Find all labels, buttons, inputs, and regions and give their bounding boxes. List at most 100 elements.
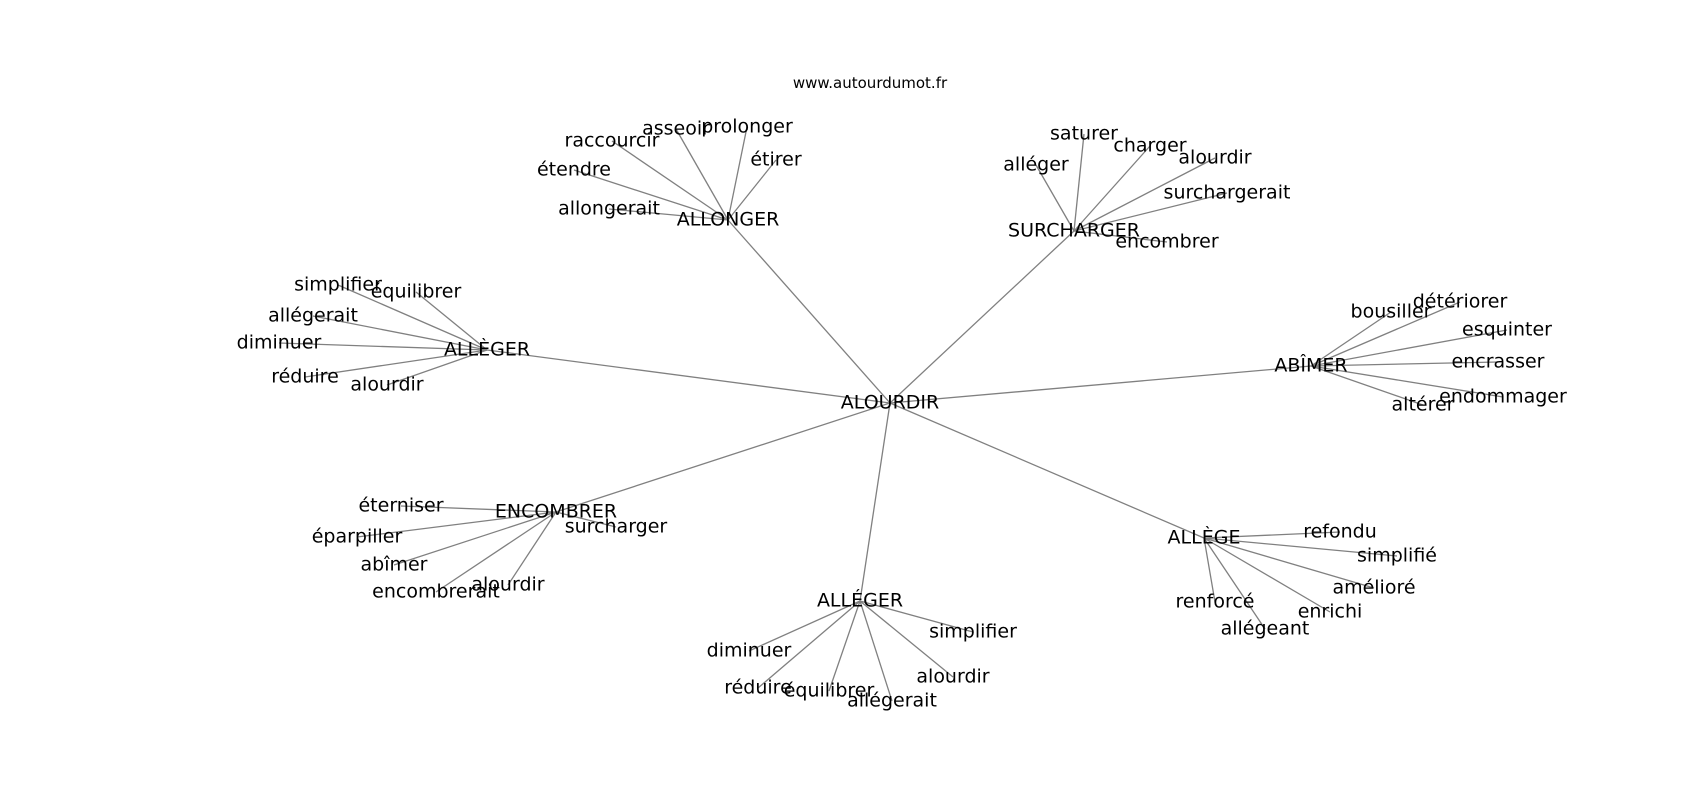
edge-cluster-6-1	[1203, 531, 1341, 539]
edge-center-1	[727, 219, 891, 404]
edge-cluster-1-2	[675, 128, 729, 221]
leaf-node[interactable]: bousiller	[1351, 301, 1432, 323]
leaf-node[interactable]: asseoir	[642, 118, 710, 140]
edge-cluster-2-6	[1073, 230, 1168, 243]
edge-cluster-2-4	[1073, 157, 1216, 232]
edge-center-6	[889, 402, 1205, 539]
edge-cluster-7-1	[859, 600, 974, 633]
leaf-node[interactable]: encrasser	[1452, 351, 1545, 373]
leaf-node[interactable]: diminuer	[707, 640, 792, 662]
edge-cluster-3-6	[386, 349, 488, 386]
leaf-node[interactable]: équilibrer	[371, 281, 462, 303]
leaf-node[interactable]: étirer	[750, 149, 802, 171]
edge-cluster-3-2	[415, 291, 488, 351]
edge-cluster-7-5	[828, 600, 861, 692]
edge-layer	[278, 126, 1508, 702]
leaf-node[interactable]: surchargerait	[1164, 182, 1291, 204]
leaf-node[interactable]: allégeant	[1221, 618, 1310, 640]
hub-node-3[interactable]: ALLÈGER	[444, 338, 530, 361]
leaf-node[interactable]: éparpiller	[312, 526, 403, 548]
edge-cluster-1-6	[608, 208, 729, 221]
leaf-node[interactable]: simplifier	[294, 274, 382, 296]
hub-node-7[interactable]: ALLÉGER	[817, 589, 903, 612]
edge-cluster-6-5	[1203, 537, 1331, 613]
leaf-node[interactable]: réduire	[724, 677, 792, 699]
edge-cluster-4-1	[1310, 301, 1461, 367]
leaf-node[interactable]: diminuer	[237, 332, 322, 354]
edge-cluster-5-4	[393, 511, 557, 566]
edge-cluster-2-3	[1035, 164, 1075, 232]
edge-cluster-5-5	[435, 511, 557, 593]
leaf-node[interactable]: détériorer	[1413, 291, 1508, 313]
edge-cluster-5-1	[400, 505, 557, 513]
leaf-node[interactable]: encombrer	[1115, 231, 1218, 253]
edge-cluster-7-6	[859, 600, 893, 702]
hub-node-1[interactable]: ALLONGER	[677, 209, 780, 231]
leaf-node[interactable]: prolonger	[701, 116, 793, 138]
leaf-node[interactable]: allongerait	[558, 198, 660, 220]
edge-cluster-7-4	[757, 600, 861, 689]
leaf-node[interactable]: simplifié	[1357, 545, 1437, 567]
edge-cluster-6-2	[1203, 537, 1398, 557]
leaf-node[interactable]: endommager	[1439, 386, 1567, 408]
leaf-node[interactable]: amélioré	[1332, 577, 1415, 599]
leaf-node[interactable]: abîmer	[361, 554, 428, 576]
edge-cluster-4-3	[1310, 329, 1508, 367]
leaf-node[interactable]: étendre	[537, 159, 611, 181]
hub-node-5[interactable]: ENCOMBRER	[495, 501, 617, 523]
edge-cluster-2-2	[1073, 145, 1151, 232]
leaf-node[interactable]: encombrerait	[372, 581, 500, 603]
leaf-node[interactable]: allégerait	[847, 690, 937, 712]
leaf-node[interactable]: réduire	[271, 366, 339, 388]
edge-cluster-4-2	[1310, 311, 1392, 367]
edge-center-3	[486, 349, 891, 404]
edge-center-7	[859, 402, 891, 602]
leaf-node[interactable]: altérer	[1392, 394, 1455, 416]
leaf-node[interactable]: refondu	[1303, 521, 1377, 543]
leaf-node[interactable]: esquinter	[1462, 319, 1552, 341]
leaf-node[interactable]: raccourcir	[565, 130, 660, 152]
edge-cluster-2-5	[1073, 192, 1228, 232]
edge-center-5	[555, 402, 891, 513]
hub-node-2[interactable]: SURCHARGER	[1008, 220, 1140, 242]
leaf-node[interactable]: saturer	[1050, 123, 1118, 145]
edge-cluster-7-2	[748, 600, 861, 652]
edge-cluster-1-1	[727, 126, 748, 221]
edge-cluster-6-3	[1203, 537, 1375, 589]
edge-cluster-3-3	[312, 315, 488, 351]
edge-cluster-5-6	[507, 511, 557, 586]
edge-cluster-7-3	[859, 600, 954, 678]
edge-center-4	[889, 365, 1312, 404]
edge-cluster-3-1	[337, 284, 488, 351]
label-layer: www.autourdumot.fr ALOURDIR ALLONGER prolo…	[237, 74, 1567, 712]
leaf-node[interactable]: alléger	[1003, 154, 1069, 176]
leaf-node[interactable]: renforcé	[1176, 591, 1255, 613]
leaf-node[interactable]: alourdir	[916, 666, 989, 688]
edge-cluster-5-2	[356, 511, 557, 538]
leaf-node[interactable]: éterniser	[358, 495, 443, 517]
leaf-node[interactable]: alourdir	[1178, 147, 1251, 169]
leaf-node[interactable]: alourdir	[471, 574, 544, 596]
hub-node-4[interactable]: ABÎMER	[1274, 354, 1347, 377]
edge-cluster-4-6	[1310, 365, 1424, 406]
source-watermark[interactable]: www.autourdumot.fr	[793, 74, 948, 92]
leaf-node[interactable]: surcharger	[565, 516, 668, 538]
leaf-node[interactable]: enrichi	[1298, 601, 1363, 623]
edge-cluster-1-3	[611, 140, 729, 221]
edge-cluster-4-4	[1310, 361, 1499, 367]
edge-cluster-3-4	[278, 342, 488, 351]
hub-node-6[interactable]: ALLÈGE	[1168, 526, 1241, 549]
leaf-node[interactable]: simplifier	[929, 621, 1017, 643]
edge-cluster-4-5	[1310, 365, 1504, 398]
edge-cluster-2-1	[1073, 133, 1085, 232]
center-node[interactable]: ALOURDIR	[841, 392, 939, 414]
edge-cluster-1-4	[727, 159, 777, 221]
edge-center-2	[889, 230, 1075, 404]
leaf-node[interactable]: équilibrer	[784, 680, 875, 702]
edge-cluster-1-5	[573, 169, 729, 221]
leaf-node[interactable]: alourdir	[350, 374, 423, 396]
leaf-node[interactable]: allégerait	[268, 305, 358, 327]
edge-cluster-6-6	[1203, 537, 1266, 630]
leaf-node[interactable]: charger	[1113, 135, 1186, 157]
